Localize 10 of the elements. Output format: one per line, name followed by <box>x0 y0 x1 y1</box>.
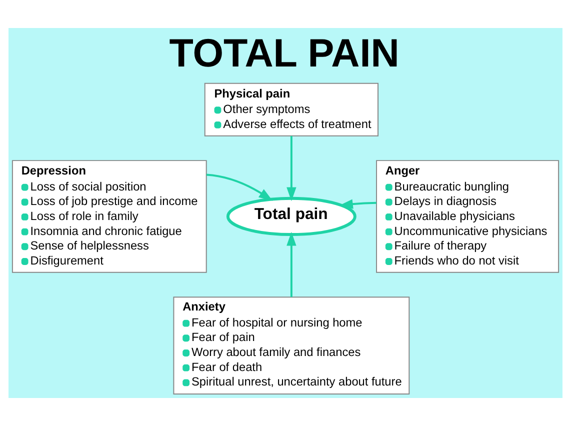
arrow <box>286 136 296 202</box>
node-box: Physical pain Other symptoms Adverse effects of treatment <box>204 82 378 136</box>
arrow <box>286 232 296 298</box>
node-box: Depression Loss of social position Loss of job prestige and income Loss of role in family Insomnia and chronic fatigue Sense of helplessness Disfigurement <box>12 160 207 273</box>
arrow <box>206 174 273 201</box>
diagram-title: TOTAL PAIN <box>169 32 400 76</box>
arrow <box>339 199 376 209</box>
node-box: Anxiety Fear of hospital or nursing home Fear of pain Worry about family and finances Fear of death Spiritual unrest, uncertainty about future <box>173 296 410 395</box>
node-box: Anger Bureaucratic bungling Delays in diagnosis Unavailable physicians Uncommunicative physicians Failure of therapy Friends who do not visit <box>376 160 560 273</box>
node-ellipse: Total pain <box>226 196 356 236</box>
